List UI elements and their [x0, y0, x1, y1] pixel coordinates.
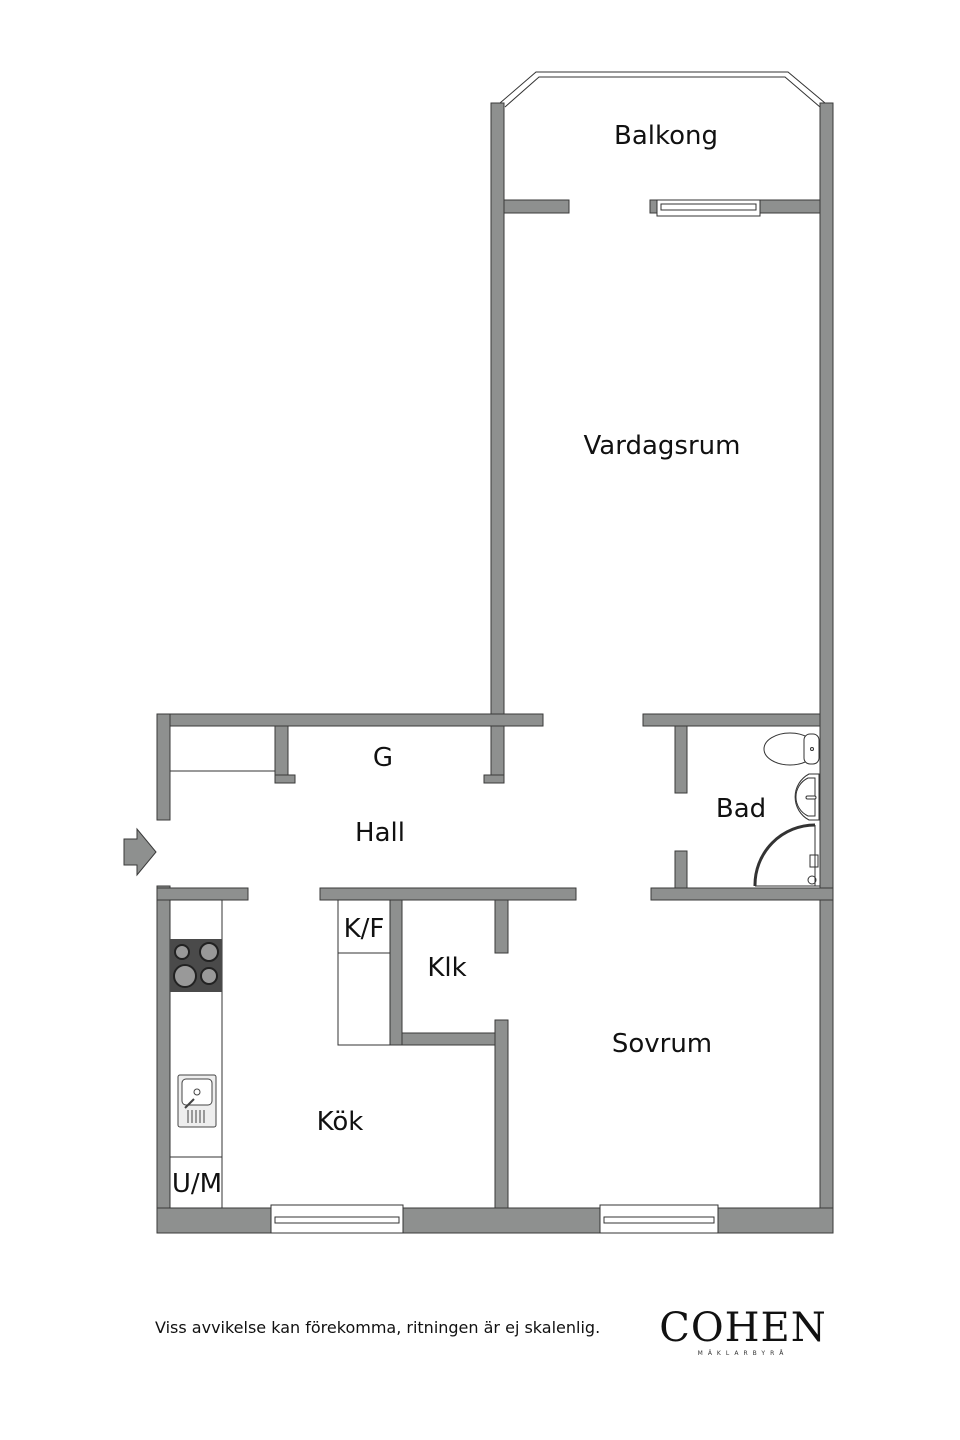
- logo-subtitle: MÄKLARBYRÅ: [697, 1350, 789, 1357]
- brand-logo: COHEN MÄKLARBYRÅ: [652, 1306, 834, 1357]
- toilet-icon: [763, 732, 820, 766]
- room-label-kok: Kök: [317, 1107, 364, 1137]
- room-label-sovrum: Sovrum: [612, 1029, 712, 1059]
- room-label-kf: K/F: [344, 914, 385, 944]
- disclaimer-text: Viss avvikelse kan förekomma, ritningen …: [155, 1318, 601, 1337]
- room-label-balkong: Balkong: [614, 121, 718, 151]
- walls: [156, 102, 834, 1234]
- stove-icon: [170, 939, 222, 992]
- balcony-rail: [499, 71, 826, 108]
- room-label-garderob: G: [373, 743, 393, 773]
- entrance-arrow-icon: [123, 827, 157, 877]
- room-label-bad: Bad: [716, 794, 766, 824]
- logo-wordmark: COHEN: [659, 1305, 827, 1351]
- room-label-klk: Klk: [427, 953, 466, 983]
- room-label-um: U/M: [172, 1169, 222, 1199]
- room-label-vardagsrum: Vardagsrum: [584, 431, 741, 461]
- sink-icon: [177, 1074, 217, 1128]
- washbasin-icon: [794, 773, 820, 821]
- fridge-freezer-cabinet: [337, 899, 391, 1046]
- shower-icon: [753, 823, 820, 887]
- window-icon: [270, 199, 761, 1234]
- room-label-hall: Hall: [355, 818, 405, 848]
